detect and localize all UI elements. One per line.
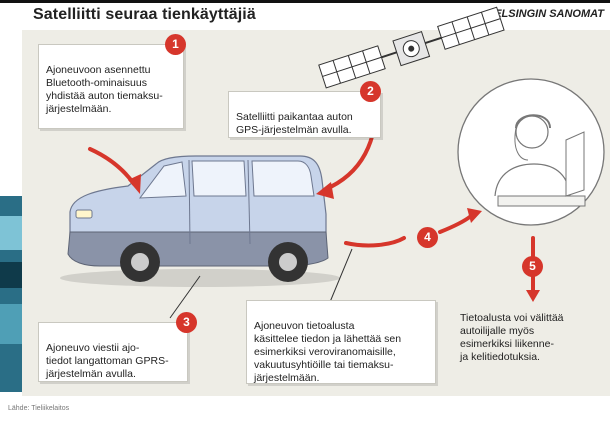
step-5-text: Tietoalusta voi välittää autoilijalle my… <box>460 312 564 363</box>
step-2-text: Satelliitti paikantaa auton GPS-järjeste… <box>236 111 353 136</box>
brand-logo-text: HELSINGIN SANOMAT <box>486 8 604 20</box>
step-1-badge: 1 <box>165 34 186 55</box>
step-1-box: Ajoneuvoon asennettu Bluetooth-ominaisuu… <box>38 44 184 129</box>
step-3-box: Ajoneuvo viestii ajo- tiedot langattoman… <box>38 322 188 382</box>
step-2-badge: 2 <box>360 81 381 102</box>
source-note: Lähde: Tieliikelaitos <box>8 405 70 412</box>
step-4-box: Ajoneuvon tietoalusta käsittelee tiedon … <box>246 300 436 384</box>
step-2-box: Satelliitti paikantaa auton GPS-järjeste… <box>228 91 381 138</box>
arrow-heads <box>128 174 540 302</box>
step-3-text: Ajoneuvo viestii ajo- tiedot langattoman… <box>46 342 169 380</box>
left-photo-strip <box>0 196 22 392</box>
step-1-text: Ajoneuvoon asennettu Bluetooth-ominaisuu… <box>46 64 163 115</box>
page-title: Satelliitti seuraa tienkäyttäjiä <box>33 6 256 23</box>
step-5-badge: 5 <box>522 256 543 277</box>
step-4-badge: 4 <box>417 227 438 248</box>
header-rule <box>0 0 610 3</box>
car-icon <box>60 155 340 287</box>
step-4-text: Ajoneuvon tietoalusta käsittelee tiedon … <box>254 320 402 384</box>
operator-icon <box>457 78 605 226</box>
step-3-badge: 3 <box>176 312 197 333</box>
leader-lines <box>169 248 353 319</box>
satellite-icon <box>318 6 505 89</box>
